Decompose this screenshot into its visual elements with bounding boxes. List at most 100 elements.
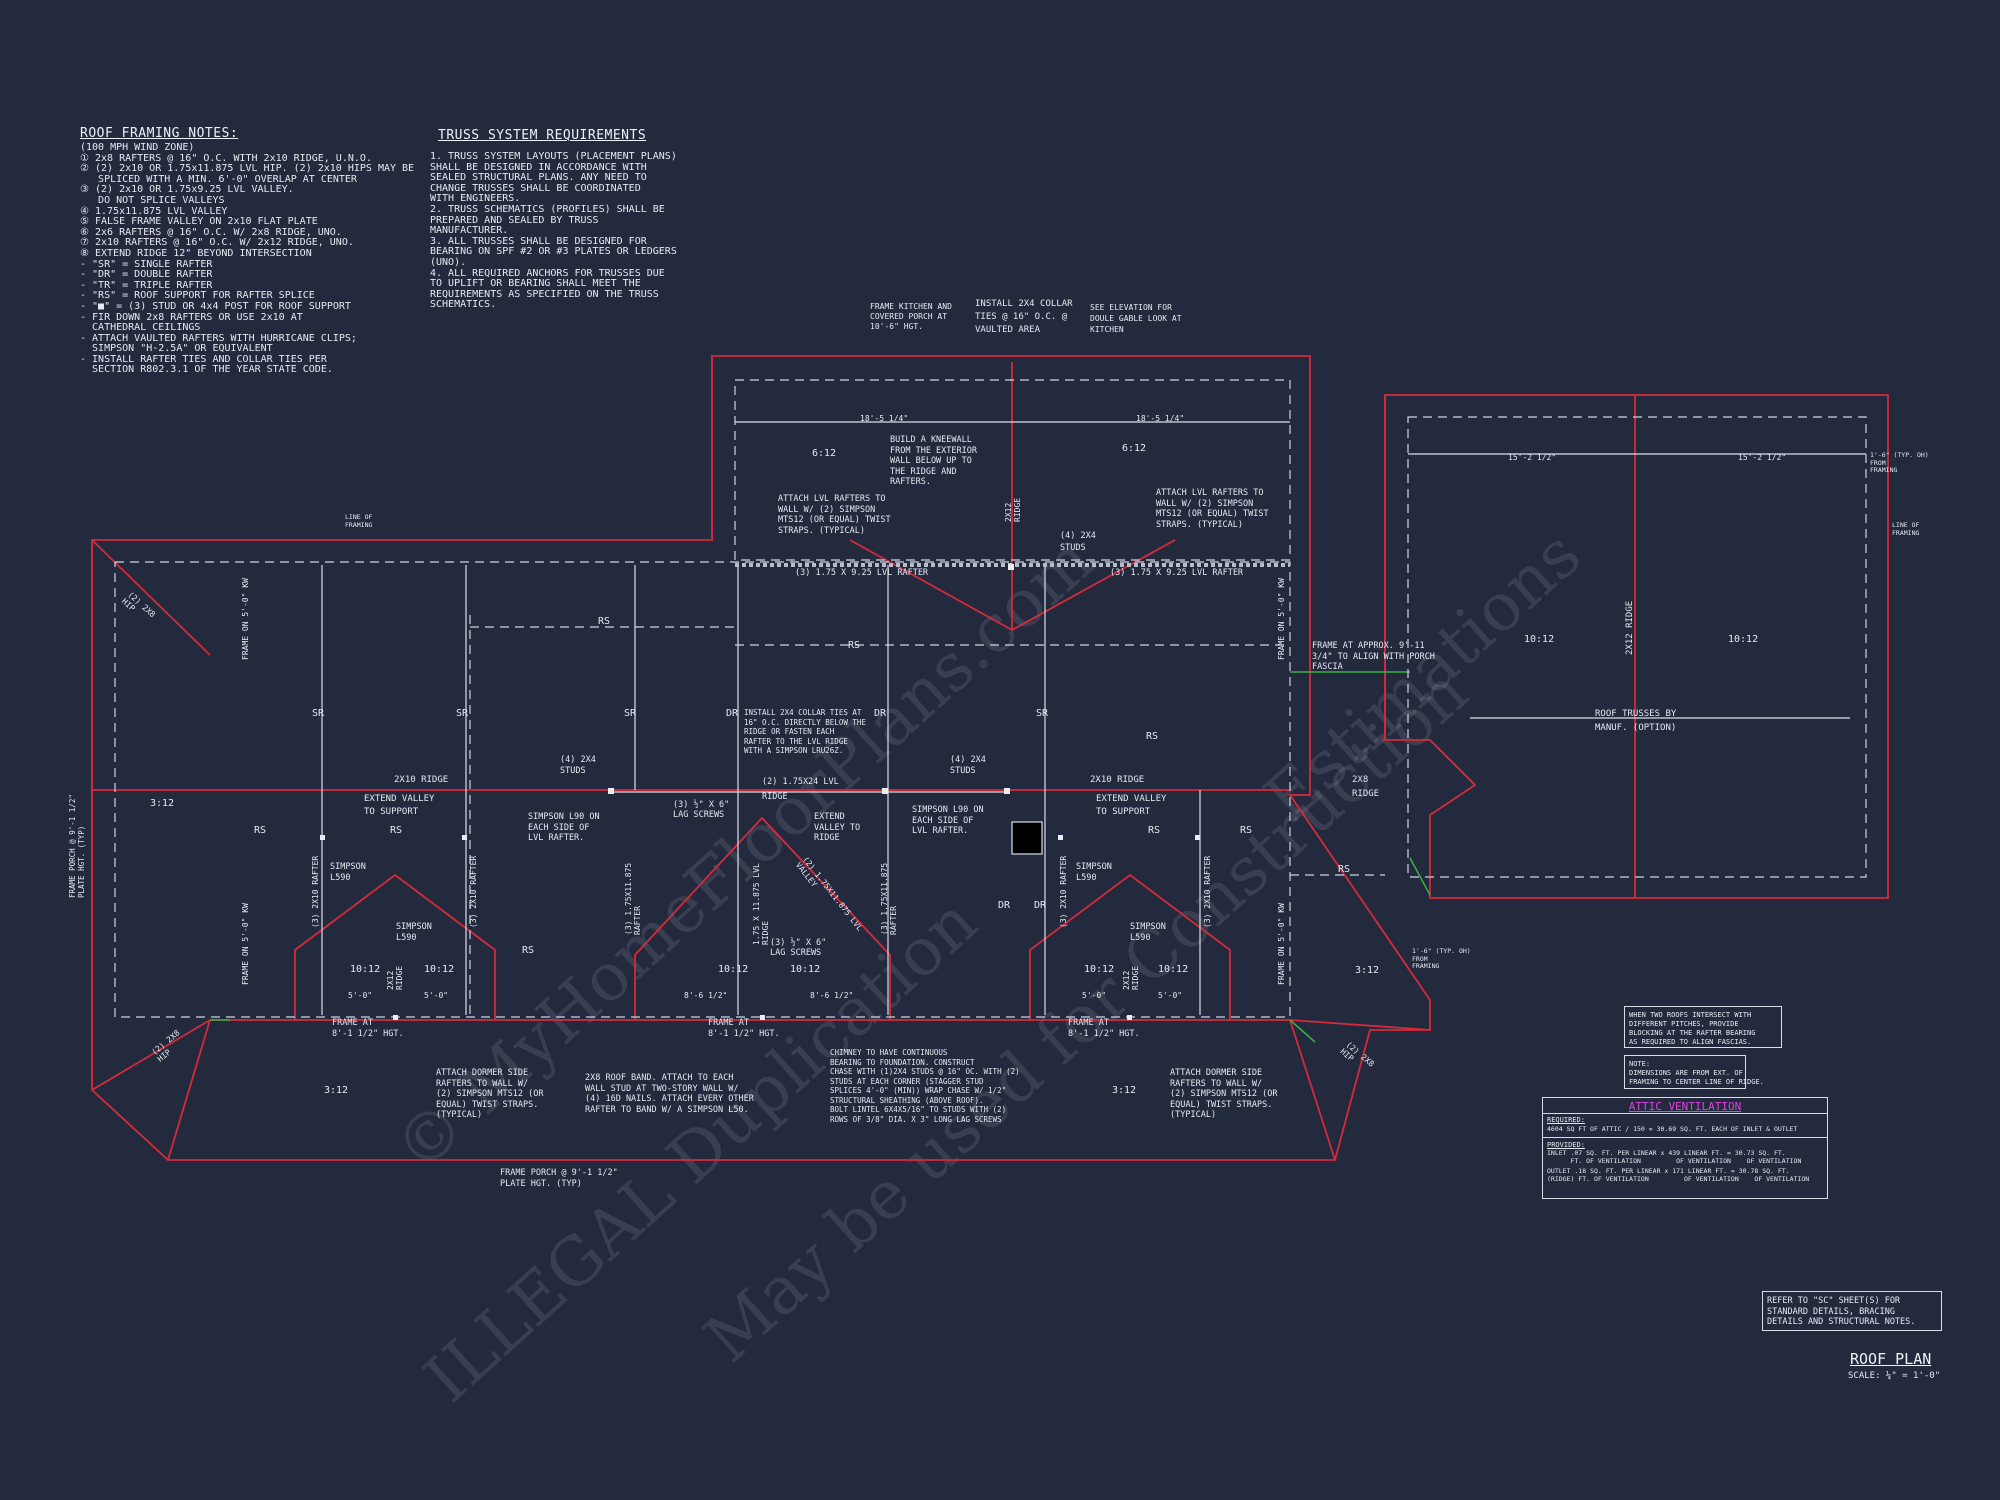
pitch-10-12-d: 10:12 — [790, 964, 821, 975]
roof-framing-note-line: ③ (2) 2x10 OR 1.75x9.25 LVL VALLEY. — [80, 184, 294, 196]
callout-frame-porch-bottom: FRAME PORCH @ 9'-1 1/2" PLATE HGT. (TYP) — [500, 1168, 618, 1189]
roof-framing-note-line: - "DR" = DOUBLE RAFTER — [80, 269, 213, 281]
pitch-10-12-b: 10:12 — [424, 964, 455, 975]
truss-requirement-line: SHALL BE DESIGNED IN ACCORDANCE WITH — [430, 161, 647, 173]
sheet-scale: SCALE: ¼" = 1'-0" — [1848, 1371, 1941, 1381]
roof-framing-note-line: ④ 1.75x11.875 LVL VALLEY — [80, 205, 228, 217]
callout-extend-valley-right: EXTEND VALLEY TO SUPPORT — [1096, 794, 1167, 817]
pitch-10-12-a: 10:12 — [350, 964, 381, 975]
truss-requirement-line: PREPARED AND SEALED BY TRUSS — [430, 214, 599, 226]
callout-dormer-left: ATTACH DORMER SIDE RAFTERS TO WALL W/ (2… — [436, 1068, 544, 1120]
dim-15-2-right: 15'-2 1/2" — [1738, 453, 1787, 462]
dim-8-6-left: 8'-6 1/2" — [684, 991, 728, 1000]
dim-18-5-right: 18'-5 1/4" — [1136, 414, 1185, 423]
callout-frame-kitchen: FRAME KITCHEN AND COVERED PORCH AT 10'-6… — [870, 302, 952, 331]
callout-collar-ties: INSTALL 2X4 COLLAR TIES @ 16" O.C. @ VAU… — [975, 299, 1073, 335]
roof-outline-right-wing — [1384, 394, 1889, 899]
sheet-title: ROOF PLAN — [1850, 1350, 1932, 1368]
label-frame-porch-left: FRAME PORCH @ 9'-1 1/2" PLATE HGT. (TYP) — [68, 794, 86, 898]
roof-framing-note-line: SPLICED WITH A MIN. 6'-0" OVERLAP AT CEN… — [80, 173, 357, 185]
attic-ventilation-table: ATTIC VENTILATION REQUIRED: 4604 SQ FT O… — [1542, 1097, 1828, 1199]
truss-requirement-line: BEARING ON SPF #2 OR #3 PLATES OR LEDGER… — [430, 246, 677, 258]
label-lvl-rafter-v2: (3) 1.75X11.875 RAFTER — [880, 862, 898, 935]
label-simpson-c: SIMPSON L590 — [1076, 862, 1112, 883]
roof-outline-main — [91, 355, 1431, 1161]
label-rs-8: RS — [522, 945, 535, 956]
callout-lvl-ridge: (2) 1.75x24 LVL RIDGE — [762, 777, 839, 802]
label-ridge-2x12: 2X12 RIDGE — [1625, 600, 1635, 655]
callout-attach-lvl-left: ATTACH LVL RAFTERS TO WALL W/ (2) SIMPSO… — [778, 494, 891, 536]
label-rs-5: RS — [390, 825, 403, 836]
callout-frame-at-1: FRAME AT 8'-1 1/2" HGT. — [332, 1018, 404, 1039]
roof-framing-note-line: - "SR" = SINGLE RAFTER — [80, 258, 213, 270]
label-line-of-framing-left: LINE OF FRAMING — [345, 513, 373, 529]
label-simpson-a: SIMPSON L590 — [330, 862, 366, 883]
pitch-10-12-e: 10:12 — [1084, 964, 1115, 975]
callout-dormer-right: ATTACH DORMER SIDE RAFTERS TO WALL W/ (2… — [1170, 1068, 1278, 1120]
provided-label: PROVIDED: — [1547, 1141, 1585, 1149]
refer-note: REFER TO "SC" SHEET(S) FOR STANDARD DETA… — [1762, 1291, 1942, 1331]
truss-requirement-line: (UNO). — [430, 256, 467, 268]
label-frame-kw-2: FRAME ON 5'-0" KW — [241, 903, 250, 985]
dim-8-6-right: 8'-6 1/2" — [810, 991, 854, 1000]
label-sr-4: SR — [1036, 708, 1049, 719]
label-ridge-2x8: 2x8 RIDGE — [1352, 775, 1380, 799]
truss-requirement-line: TO UPLIFT OR BEARING SHALL MEET THE — [430, 278, 641, 290]
label-line-of-framing-right: LINE OF FRAMING — [1892, 521, 1920, 537]
label-rs-3: RS — [1146, 731, 1159, 742]
callout-attach-lvl-right: ATTACH LVL RAFTERS TO WALL W/ (2) SIMPSO… — [1156, 488, 1269, 530]
label-lvl-rafter-v1: (3) 1.75X11.875 RAFTER — [624, 862, 642, 935]
callout-knee-wall: BUILD A KNEEWALL FROM THE EXTERIOR WALL … — [890, 435, 977, 487]
truss-requirement-line: 1. TRUSS SYSTEM LAYOUTS (PLACEMENT PLANS… — [430, 151, 677, 162]
roof-framing-note-line: - FIR DOWN 2x8 RAFTERS OR USE 2x10 AT — [80, 311, 303, 323]
label-roof-trusses: ROOF TRUSSES BY MANUF. (OPTION) — [1595, 709, 1677, 733]
label-ridge-2x12-v2: 2X12 RIDGE — [1122, 965, 1140, 990]
label-rs-9: RS — [1338, 864, 1351, 875]
label-rafter-2x10-4: (3) 2X10 RAFTER — [1203, 855, 1212, 928]
dim-5-0-b: 5'-0" — [424, 991, 449, 1000]
callout-extend-valley-left: EXTEND VALLEY TO SUPPORT — [364, 794, 435, 817]
label-rs-7: RS — [1240, 825, 1253, 836]
callout-studs-right: (4) 2X4 STUDS — [950, 755, 986, 776]
truss-requirement-line: WITH ENGINEERS. — [430, 193, 521, 205]
pitch-10-12-right: 10:12 — [1728, 634, 1759, 645]
pitch-6-12-left: 6:12 — [812, 448, 837, 459]
label-frame-kw-3: FRAME ON 5'-0" KW — [1277, 578, 1286, 660]
label-rafter-2x10-2: (3) 2X10 RAFTER — [469, 855, 478, 928]
truss-requirement-line: SEALED STRUCTURAL PLANS. ANY NEED TO — [430, 172, 647, 184]
roof-framing-note-line: (100 MPH WIND ZONE) — [80, 142, 195, 153]
callout-lag-screws-1: (3) ½" X 6" LAG SCREWS — [673, 800, 730, 820]
label-simpson-d: SIMPSON L590 — [1130, 922, 1166, 943]
truss-requirement-line: 4. ALL REQUIRED ANCHORS FOR TRUSSES DUE — [430, 267, 665, 279]
label-dr-1: DR — [726, 708, 739, 719]
attic-ventilation-title: ATTIC VENTILATION — [1628, 1100, 1742, 1113]
label-sr-3: SR — [624, 708, 637, 719]
dim-15-2-left: 15'-2 1/2" — [1508, 453, 1557, 462]
callout-see-elevation: SEE ELEVATION FOR DOULE GABLE LOOK AT KI… — [1090, 303, 1182, 334]
required-line: 4604 SQ FT OF ATTIC / 150 = 30.69 SQ. FT… — [1547, 1125, 1798, 1133]
label-rafter-2x10-1: (3) 2X10 RAFTER — [311, 855, 320, 928]
dim-5-0-c: 5'-0" — [1082, 991, 1107, 1000]
truss-requirement-line: 3. ALL TRUSSES SHALL BE DESIGNED FOR — [430, 235, 647, 247]
truss-requirement-line: CHANGE TRUSSES SHALL BE COORDINATED — [430, 182, 641, 194]
truss-requirement-line: 2. TRUSS SCHEMATICS (PROFILES) SHALL BE — [430, 203, 665, 215]
outlet-line: OUTLET .18 SQ. FT. PER LINEAR x 171 LINE… — [1547, 1167, 1810, 1183]
roof-framing-note-line: ⑧ EXTEND RIDGE 12" BEYOND INTERSECTION — [80, 247, 312, 259]
truss-requirement-line: MANUFACTURER. — [430, 225, 509, 237]
roof-framing-note-line: SIMPSON "H-2.5A" OR EQUIVALENT — [80, 343, 273, 355]
roof-framing-note-line: SECTION R802.3.1 OF THE YEAR STATE CODE. — [80, 364, 333, 376]
truss-requirements: 1. TRUSS SYSTEM LAYOUTS (PLACEMENT PLANS… — [430, 151, 677, 311]
pitch-3-12-a: 3:12 — [150, 798, 175, 809]
roof-framing-note-line: ⑤ FALSE FRAME VALLEY ON 2x10 FLAT PLATE — [80, 216, 318, 228]
label-rs-1: RS — [598, 616, 611, 627]
label-rafter-2x10-3: (3) 2X10 RAFTER — [1059, 855, 1068, 928]
roof-framing-note-line: ② (2) 2x10 OR 1.75x11.875 LVL HIP. (2) 2… — [80, 163, 415, 175]
dim-5-0-d: 5'-0" — [1158, 991, 1183, 1000]
roof-framing-note-line: - ATTACH VAULTED RAFTERS WITH HURRICANE … — [80, 332, 357, 344]
label-sr-2: SR — [456, 708, 469, 719]
roof-framing-notes: (100 MPH WIND ZONE)① 2x8 RAFTERS @ 16" O… — [80, 142, 415, 376]
inlet-line: INLET .07 SQ. FT. PER LINEAR x 439 LINEA… — [1547, 1149, 1802, 1165]
label-rs-6: RS — [1148, 825, 1161, 836]
label-ridge-2x10-left: 2x10 RIDGE — [394, 775, 449, 785]
